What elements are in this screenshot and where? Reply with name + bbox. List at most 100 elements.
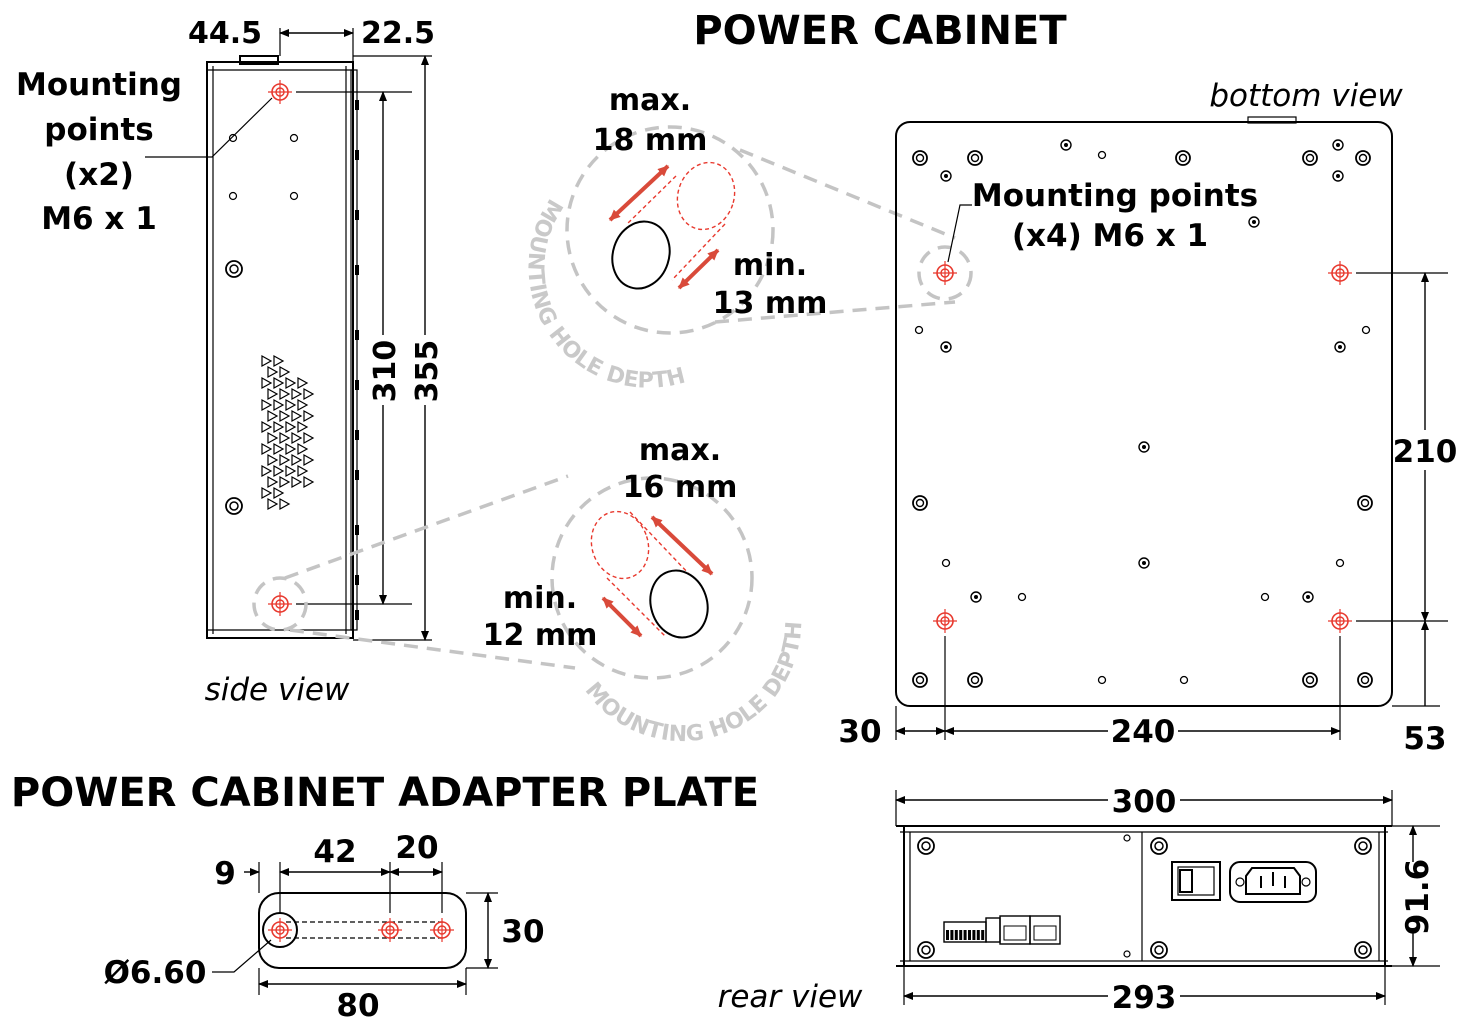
side-vent-grille (261, 354, 315, 511)
rear-screw (1354, 837, 1372, 855)
bottom-hole-inner (1178, 153, 1188, 163)
vent-slot (291, 387, 303, 401)
bottom-screw (1138, 441, 1150, 453)
dim-label-bg (1108, 978, 1180, 1016)
callout-top-max-2: 18 mm (593, 123, 708, 158)
vent-slot (291, 431, 303, 445)
bottom-screw-dot (1064, 143, 1068, 147)
side-view-caption: side view (205, 672, 350, 708)
vent-slot (261, 442, 273, 456)
vent-slot (297, 420, 309, 434)
bottom-view-holes (912, 139, 1373, 688)
vent-slot (303, 453, 315, 467)
bottom-mount-hole-bl (933, 609, 957, 633)
vent-slot (267, 475, 279, 489)
bottom-small-hole (1260, 592, 1270, 602)
vent-slot (285, 398, 297, 412)
bottom-view: Mounting points (x4) M6 x 1 bottom view … (838, 78, 1457, 757)
vent-slot (267, 387, 279, 401)
rear-power-switch-inner (1177, 866, 1215, 896)
rear-screw (1150, 941, 1168, 959)
dim-label-bg (410, 335, 440, 405)
dim-hole-diameter: Ø6.60 (104, 955, 207, 991)
side-edge-tab (355, 610, 359, 620)
side-hole (228, 133, 238, 143)
adapter-plate-body (258, 892, 467, 969)
vent-slot (273, 376, 285, 390)
side-edge-tab (355, 330, 359, 340)
dim-80: 80 (336, 988, 379, 1020)
dim-240: 240 (1111, 714, 1176, 750)
rear-iec-socket (1245, 867, 1301, 895)
side-view-body (206, 61, 354, 639)
vent-slot (279, 431, 291, 445)
bottom-hole (967, 672, 983, 688)
cylinder-bottom-end (590, 510, 650, 580)
callout-bottom-min-2: 12 mm (483, 618, 598, 653)
bottom-screw (940, 341, 952, 353)
bottom-screw-dot (1252, 220, 1256, 224)
vent-slot (279, 453, 291, 467)
vent-slot (291, 453, 303, 467)
side-edge-tab (355, 150, 359, 160)
rear-view-body (903, 825, 1386, 967)
depth-arrow-min-bottom (601, 596, 643, 638)
bottom-screw-dot (1336, 174, 1340, 178)
vent-slot (261, 420, 273, 434)
dim-210: 210 (1393, 434, 1458, 470)
vent-slot (303, 409, 315, 423)
bottom-view-mount-circle (917, 245, 973, 301)
bottom-screw (1138, 557, 1150, 569)
dim-20: 20 (395, 830, 438, 866)
dim-293: 293 (1112, 980, 1177, 1016)
bottom-hole (967, 150, 983, 166)
dim-30-bottom: 30 (838, 714, 881, 750)
dim-300: 300 (1112, 784, 1177, 820)
adapter-plate: 9 42 20 30 80 Ø6.60 (104, 830, 545, 1020)
rear-terminal-pin (976, 930, 980, 940)
dim-label-bg (1108, 782, 1180, 820)
bottom-screw-dot (1338, 345, 1342, 349)
vent-slot (297, 464, 309, 478)
dim-label-bg (368, 335, 398, 405)
vent-slot (273, 420, 285, 434)
side-edge-tab (355, 265, 359, 275)
cylinder-top-end (676, 161, 736, 231)
rear-terminal-pin (950, 930, 954, 940)
bottom-screw-dot (1142, 445, 1146, 449)
dim-42: 42 (313, 834, 356, 870)
bottom-small-hole (1097, 675, 1107, 685)
vent-slot (285, 376, 297, 390)
side-hole (228, 191, 238, 201)
bottom-screw (1248, 216, 1260, 228)
vent-slot (303, 387, 315, 401)
callout-top-ring (565, 125, 775, 335)
side-view-connector (239, 55, 279, 65)
side-mount-label-4: M6 x 1 (41, 201, 157, 237)
bottom-hole (912, 150, 928, 166)
bottom-hole (1302, 150, 1318, 166)
bottom-hole-inner (970, 675, 980, 685)
dim-label-bg (1108, 712, 1178, 750)
adapter-hole-leader (212, 939, 272, 973)
vent-slot (279, 409, 291, 423)
vent-slot (303, 475, 315, 489)
bottom-view-tab-block (1247, 116, 1297, 124)
bottom-screw (1332, 139, 1344, 151)
vent-slot (273, 442, 285, 456)
bottom-hole-inner (970, 153, 980, 163)
vent-slot (291, 475, 303, 489)
rear-rj45-port (1029, 915, 1061, 945)
bottom-mount-hole-tl (933, 261, 957, 285)
bottom-screw (1302, 591, 1314, 603)
callout-top: MOUNTING HOLE DEPTH max. 18 mm min. 13 m… (514, 83, 973, 406)
dim-label-bg (1398, 430, 1454, 470)
side-mount-hole-bottom (268, 592, 292, 616)
rear-connectors (943, 915, 1061, 945)
side-view-flange (350, 69, 358, 631)
rear-iec-screw (1235, 877, 1245, 887)
callout-bottom-max-2: 16 mm (623, 470, 738, 505)
bottom-small-hole (914, 325, 924, 335)
bottom-screw-dot (1336, 143, 1340, 147)
